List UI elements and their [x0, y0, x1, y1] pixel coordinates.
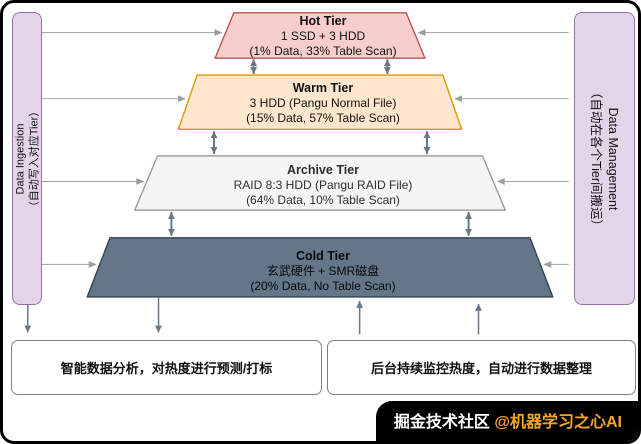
data-management-label: Data Management （自动在各个Tier间搬运）	[588, 85, 622, 231]
sidebar-line-zh: （自动在各个Tier间搬运）	[589, 85, 604, 232]
monitor-box: 后台持续监控热度，自动进行数据整理	[327, 340, 636, 395]
monitor-box-label: 后台持续监控热度，自动进行数据整理	[370, 361, 592, 376]
diagram-shapes-layer	[24, 12, 569, 335]
analysis-box-label: 智能数据分析，对热度进行预测/打标	[60, 361, 273, 376]
hot-tier-shape	[214, 12, 426, 59]
sidebar-line-en: Data Ingestion	[14, 123, 27, 194]
analysis-box: 智能数据分析，对热度进行预测/打标	[11, 340, 322, 395]
sidebar-line-zh: （自动写入对应Tier）	[28, 105, 41, 212]
warm-tier-shape	[177, 74, 463, 130]
data-ingestion-sidebar: Data Ingestion （自动写入对应Tier）	[12, 12, 42, 305]
data-ingestion-label: Data Ingestion （自动写入对应Tier）	[13, 105, 41, 212]
cold-tier-shape	[86, 237, 554, 298]
sidebar-line-en: Data Management	[606, 107, 621, 210]
watermark-handle: @机器学习之心AI	[494, 414, 622, 431]
data-management-sidebar: Data Management （自动在各个Tier间搬运）	[574, 12, 635, 305]
archive-tier-shape	[134, 155, 506, 211]
watermark-badge: 掘金技术社区 @机器学习之心AI	[375, 401, 638, 441]
watermark-community: 掘金技术社区	[393, 414, 490, 431]
